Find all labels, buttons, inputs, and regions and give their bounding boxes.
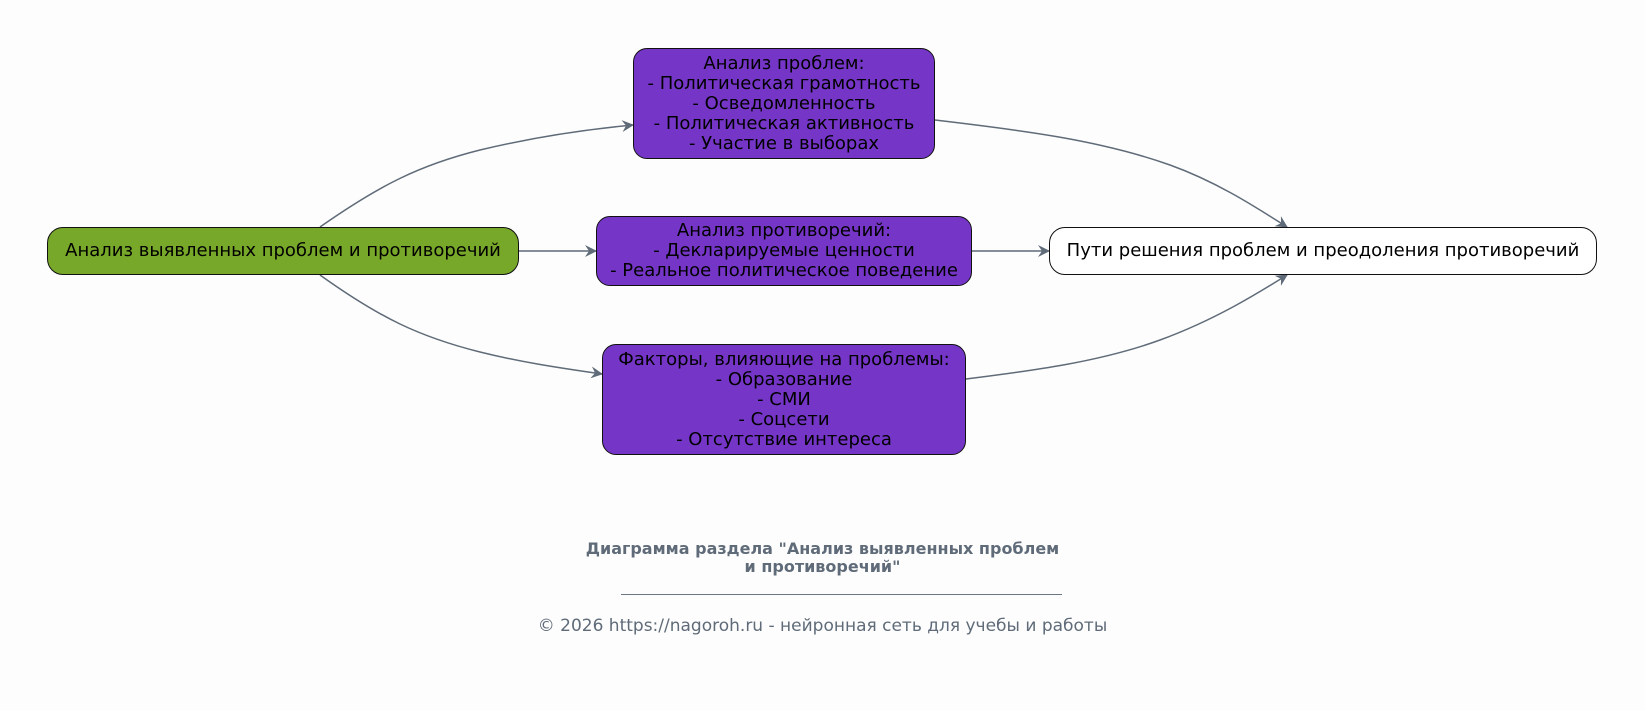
node-root: Анализ выявленных проблем и противоречий: [47, 227, 519, 275]
edge-problems-to-solutions: [934, 119, 1288, 228]
edge-factors-to-solutions: [965, 274, 1288, 380]
diagram-caption: Диаграмма раздела "Анализ выявленных про…: [585, 539, 1060, 576]
edge-root-to-factors: [319, 274, 603, 379]
node-solutions: Пути решения проблем и преодоления проти…: [1049, 227, 1597, 275]
node-problems-analysis: Анализ проблем: - Политическая грамотнос…: [633, 48, 935, 159]
footer-divider: [621, 594, 1062, 595]
node-influencing-factors: Факторы, влияющие на проблемы: - Образов…: [602, 344, 966, 455]
edge-root-to-problems: [319, 120, 634, 228]
node-contradictions-analysis: Анализ противоречий: - Декларируемые цен…: [596, 216, 972, 286]
copyright-text: © 2026 https://nagoroh.ru - нейронная се…: [537, 616, 1108, 636]
